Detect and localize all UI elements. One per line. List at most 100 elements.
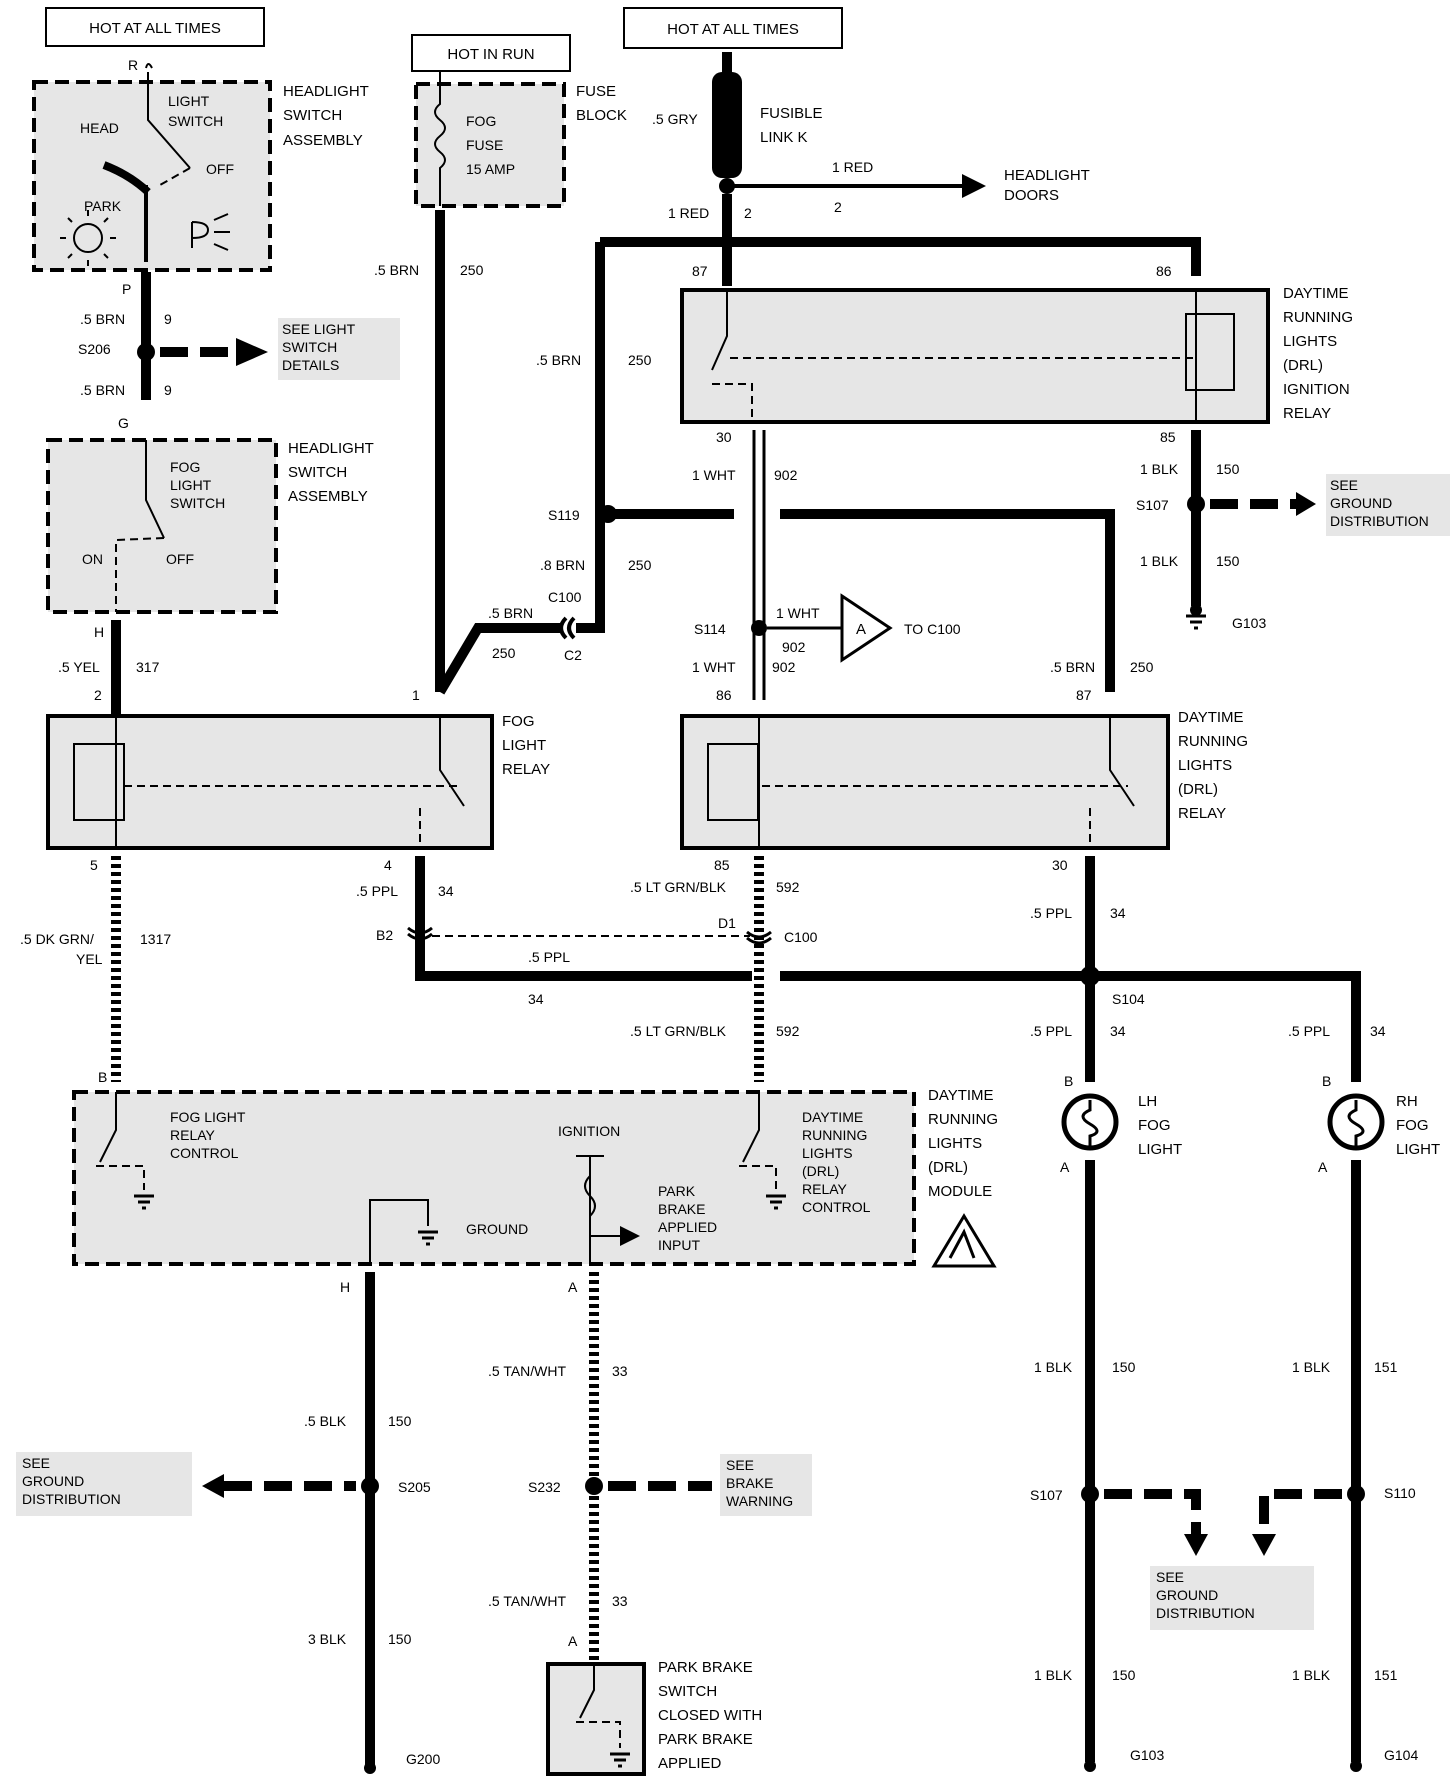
- svg-text:(DRL): (DRL): [928, 1159, 968, 1176]
- svg-text:RUNNING: RUNNING: [1178, 733, 1248, 750]
- wire-label-blk5: .5 BLK: [304, 1413, 347, 1429]
- wire-label-blk3: 3 BLK: [308, 1631, 347, 1647]
- module-drl-switch: [742, 1092, 760, 1163]
- splice-s206-label: S206: [78, 341, 111, 357]
- connector-d1: [746, 930, 772, 945]
- headlight-doors-label: HEADLIGHT: [1004, 167, 1090, 184]
- svg-text:IGNITION: IGNITION: [1283, 381, 1350, 398]
- wire-label-ppl-c100: .5 PPL: [528, 949, 570, 965]
- drl-ign-pin-30: 30: [716, 429, 732, 445]
- fog-relay-pin-2: 2: [94, 687, 102, 703]
- park-brake-switch-label: PARK BRAKE SWITCH CLOSED WITH PARK BRAKE…: [658, 1659, 762, 1772]
- wire-circuit-150-s107-bottom: 150: [1216, 553, 1240, 569]
- connector-c100-c2: [559, 616, 576, 640]
- wire-circuit-34-rh: 34: [1370, 1023, 1386, 1039]
- park-brake-ground-icon: [610, 1752, 630, 1768]
- splice-s114: [751, 620, 767, 636]
- park-brake-switch-blade: [579, 1664, 595, 1719]
- off-position-label: OFF: [206, 161, 234, 177]
- fog-light-switch-label-3: SWITCH: [170, 495, 225, 511]
- fuse-block-label: FUSE BLOCK: [576, 83, 627, 124]
- wire-circuit-317: 317: [136, 659, 160, 675]
- wire-label-brn-bottom: .5 BRN: [80, 382, 125, 398]
- drl-ign-pin-85: 85: [1160, 429, 1176, 445]
- offpage-connector-a: [840, 593, 893, 663]
- svg-text:BLOCK: BLOCK: [576, 107, 627, 124]
- module-fog-switch: [99, 1092, 117, 1163]
- drl-relay-control-label-6: CONTROL: [802, 1199, 871, 1215]
- svg-text:BRAKE: BRAKE: [726, 1475, 773, 1491]
- wire-brn-250-fog: [435, 623, 560, 695]
- ground-g103-bottom-icon: [1084, 1760, 1096, 1772]
- park-brake-switch-box: [546, 1662, 646, 1776]
- wire-circuit-150-lh-bottom: 150: [1112, 1667, 1136, 1683]
- wire-circuit-150-blk3: 150: [388, 1631, 412, 1647]
- wire-label-blk-rh-top: 1 BLK: [1292, 1359, 1331, 1375]
- svg-text:HOT AT ALL TIMES: HOT AT ALL TIMES: [667, 21, 799, 38]
- light-switch-label-2: SWITCH: [168, 113, 223, 129]
- drl-relay-pin-86: 86: [716, 687, 732, 703]
- wire-label-blk-s107-top: 1 BLK: [1140, 461, 1179, 477]
- wire-circuit-151-rh-bottom: 151: [1374, 1667, 1398, 1683]
- svg-text:APPLIED: APPLIED: [658, 1755, 722, 1772]
- fog-switch-dashed: [115, 537, 165, 612]
- wire-label-ppl-rh: .5 PPL: [1288, 1023, 1330, 1039]
- splice-s110: [1347, 1485, 1365, 1503]
- fog-fuse-label: FOG: [466, 113, 496, 129]
- wire-circuit-33-bottom: 33: [612, 1593, 628, 1609]
- module-ignition-circuit: [576, 1155, 604, 1264]
- svg-text:RH: RH: [1396, 1093, 1418, 1110]
- terminal-r: R: [128, 57, 138, 73]
- wire-label-blk-lh-top: 1 BLK: [1034, 1359, 1073, 1375]
- splice-s119-label: S119: [548, 507, 580, 523]
- wire-circuit-1317: 1317: [140, 931, 171, 947]
- svg-text:LINK K: LINK K: [760, 129, 808, 146]
- wire-label-ppl-drl: .5 PPL: [1030, 905, 1072, 921]
- splice-s232-label: S232: [528, 1479, 561, 1495]
- svg-text:LIGHT: LIGHT: [1396, 1141, 1440, 1158]
- rh-fog-pin-b: B: [1322, 1073, 1331, 1089]
- wire-circuit-250-s119: 250: [628, 352, 652, 368]
- wire-brn-250-drl: [608, 509, 1115, 692]
- svg-text:LH: LH: [1138, 1093, 1157, 1110]
- drl-relay-pin-30: 30: [1052, 857, 1068, 873]
- module-fog-dashed: [96, 1165, 145, 1190]
- connector-b2-label: B2: [376, 927, 393, 943]
- connector-c100-label: C100: [548, 589, 582, 605]
- fog-light-switch-label-2: LIGHT: [170, 477, 212, 493]
- fog-relay-coil: [73, 743, 125, 821]
- fusible-link-label: FUSIBLE LINK K: [760, 105, 823, 146]
- wire-label-brn-fuse: .5 BRN: [374, 262, 419, 278]
- wire-brn-250-c100: [576, 500, 605, 633]
- svg-text:SWITCH: SWITCH: [282, 339, 337, 355]
- module-ground-wire: [369, 1199, 429, 1264]
- headlight-doors-label-2: DOORS: [1004, 187, 1059, 204]
- fog-light-switch-label: FOG: [170, 459, 200, 475]
- wire-label-wht-bottom: 1 WHT: [692, 659, 736, 675]
- svg-text:WARNING: WARNING: [726, 1493, 793, 1509]
- see-ground-distribution-top: SEE GROUND DISTRIBUTION: [1326, 474, 1450, 536]
- lh-fog-pin-b: B: [1064, 1073, 1073, 1089]
- svg-text:(DRL): (DRL): [1178, 781, 1218, 798]
- park-brake-input-label: PARK: [658, 1183, 696, 1199]
- wire-circuit-250-fuse: 250: [460, 262, 484, 278]
- wire-label-red-doors: 1 RED: [832, 159, 873, 175]
- fog-light-relay-control-label-3: CONTROL: [170, 1145, 239, 1161]
- fog-light-relay-control-label: FOG LIGHT: [170, 1109, 246, 1125]
- wire-label-brn-c100: .5 BRN: [488, 605, 533, 621]
- wire-label-ltgrn-bottom: .5 LT GRN/BLK: [630, 1023, 727, 1039]
- hot-in-run-label: HOT IN RUN: [411, 34, 571, 72]
- svg-text:LIGHT: LIGHT: [502, 737, 546, 754]
- wire-label-brn-drl: .5 BRN: [1050, 659, 1095, 675]
- drl-relay-control-label-5: RELAY: [802, 1181, 848, 1197]
- drl-ign-coil: [1185, 313, 1235, 391]
- ground-g103-top-icon: [1186, 604, 1206, 630]
- svg-text:FOG: FOG: [1396, 1117, 1429, 1134]
- module-pin-a: A: [568, 1279, 578, 1295]
- svg-text:FUSE: FUSE: [576, 83, 616, 100]
- park-light-icon: [60, 210, 116, 266]
- wire-circuit-34-lh: 34: [1110, 1023, 1126, 1039]
- splice-s104-label: S104: [1112, 991, 1145, 1007]
- svg-text:HEADLIGHT: HEADLIGHT: [283, 83, 369, 100]
- wire-circuit-902-branch: 902: [782, 639, 806, 655]
